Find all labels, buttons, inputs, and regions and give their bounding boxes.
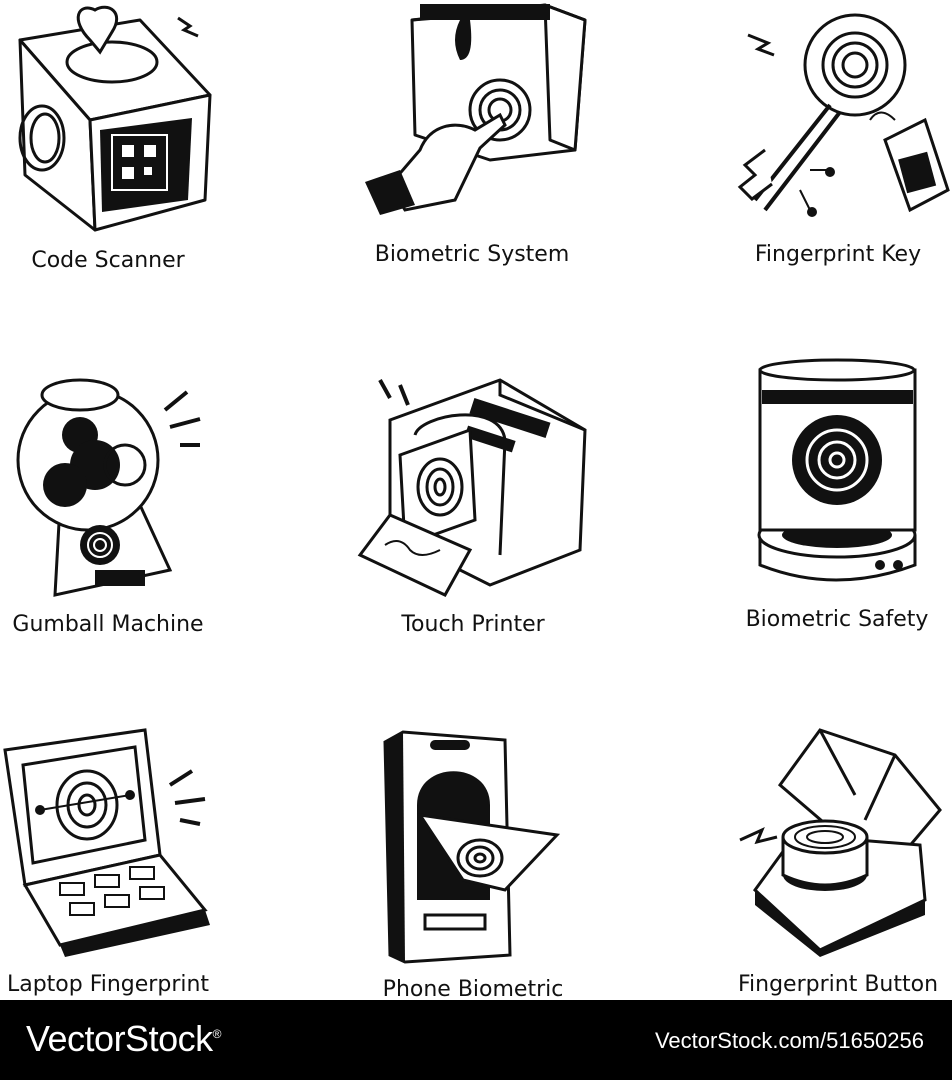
gumball-machine-icon [16, 378, 201, 597]
fingerprint-key-icon [737, 13, 950, 217]
icon-label: Fingerprint Button [737, 972, 939, 997]
vectorstock-logo: VectorStock® [26, 1018, 221, 1059]
phone-biometric-icon [383, 730, 561, 964]
icon-label: Phone Biometric [382, 977, 564, 1002]
icon-label: Touch Printer [401, 612, 545, 637]
biometric-safety-icon [757, 358, 917, 582]
icon-label: Code Scanner [31, 248, 185, 273]
icon-label: Fingerprint Key [754, 242, 922, 267]
icon-label: Biometric Safety [745, 607, 929, 632]
biometric-system-icon [365, 3, 587, 215]
laptop-fingerprint-icon [3, 728, 210, 957]
icon-label: Laptop Fingerprint [6, 972, 210, 997]
fingerprint-button-icon [739, 728, 942, 957]
icon-label: Gumball Machine [12, 612, 204, 637]
code-scanner-icon [18, 5, 212, 232]
watermark-footer: VectorStock® VectorStock.com/51650256 [0, 1000, 952, 1080]
image-id-text: VectorStock.com/51650256 [654, 1028, 924, 1053]
icon-label: Biometric System [374, 242, 570, 267]
touch-printer-icon [357, 378, 587, 597]
